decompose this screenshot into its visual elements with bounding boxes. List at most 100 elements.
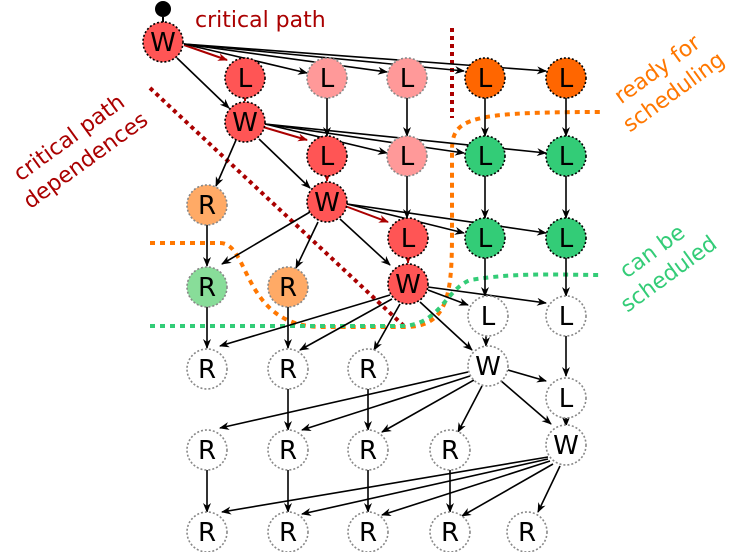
- edge: [381, 460, 551, 517]
- edge: [457, 385, 483, 433]
- edge: [427, 286, 547, 306]
- node-l: L: [545, 57, 587, 99]
- edge: [301, 375, 471, 432]
- node-w: W: [545, 424, 587, 466]
- node-l: L: [386, 135, 428, 177]
- node-r: R: [429, 511, 471, 552]
- edge: [301, 458, 549, 516]
- edge: [461, 463, 554, 517]
- svg-text:W: W: [314, 188, 340, 218]
- edge: [183, 44, 228, 61]
- node-r: R: [267, 348, 309, 390]
- node-r: R: [267, 511, 309, 552]
- svg-text:R: R: [359, 436, 377, 466]
- edge: [215, 139, 237, 187]
- svg-text:R: R: [198, 355, 216, 385]
- edge: [183, 43, 388, 75]
- node-l: L: [387, 217, 429, 259]
- edge: [219, 294, 391, 348]
- node-r: R: [186, 511, 228, 552]
- node-l: L: [224, 57, 266, 99]
- node-w: W: [387, 263, 429, 305]
- svg-text:L: L: [401, 224, 416, 254]
- node-r: R: [347, 429, 389, 471]
- edge: [221, 456, 549, 515]
- node-r: R: [186, 184, 228, 226]
- svg-text:W: W: [553, 431, 579, 461]
- svg-text:L: L: [559, 224, 574, 254]
- svg-text:L: L: [320, 64, 335, 94]
- svg-text:L: L: [238, 64, 253, 94]
- svg-text:L: L: [559, 142, 574, 172]
- annotations: critical path critical path dependences …: [9, 8, 729, 318]
- node-r: R: [186, 348, 228, 390]
- node-l: L: [464, 217, 506, 259]
- svg-text:R: R: [198, 436, 216, 466]
- node-r: R: [186, 429, 228, 471]
- node-l: L: [386, 57, 428, 99]
- node-w: W: [306, 181, 348, 223]
- svg-text:L: L: [320, 142, 335, 172]
- node-r: R: [267, 429, 309, 471]
- svg-text:W: W: [395, 270, 421, 300]
- svg-text:W: W: [232, 108, 258, 138]
- label-critical-path: critical path: [195, 8, 326, 33]
- region-lines: [148, 28, 601, 329]
- node-r: R: [186, 266, 228, 308]
- edge: [295, 221, 319, 269]
- edge: [344, 205, 389, 223]
- svg-text:L: L: [559, 64, 574, 94]
- edge: [262, 126, 308, 142]
- edge: [258, 138, 311, 189]
- edge: [264, 123, 465, 156]
- node-w: W: [467, 345, 509, 387]
- svg-text:W: W: [150, 28, 176, 58]
- svg-text:L: L: [559, 302, 574, 332]
- edge: [427, 289, 469, 306]
- svg-text:R: R: [198, 273, 216, 303]
- node-l: L: [464, 57, 506, 99]
- edge: [299, 298, 393, 351]
- svg-text:R: R: [518, 518, 536, 548]
- node-l: L: [545, 377, 587, 419]
- svg-text:L: L: [478, 224, 493, 254]
- edge: [537, 465, 561, 513]
- svg-text:L: L: [400, 64, 415, 94]
- edge: [381, 379, 475, 433]
- ready-boundary: [150, 110, 601, 329]
- node-l: L: [467, 295, 509, 337]
- svg-text:W: W: [475, 352, 501, 382]
- node-l: L: [545, 135, 587, 177]
- node-r: R: [347, 511, 389, 552]
- edge: [373, 303, 401, 351]
- node-l: L: [306, 135, 348, 177]
- edge: [419, 301, 473, 351]
- node-r: R: [429, 429, 471, 471]
- svg-text:R: R: [279, 518, 297, 548]
- edge: [507, 369, 547, 383]
- node-w: W: [142, 21, 184, 63]
- edge: [346, 203, 547, 236]
- svg-text:L: L: [481, 302, 496, 332]
- node-l: L: [545, 217, 587, 259]
- edge: [176, 57, 230, 109]
- edge: [339, 218, 391, 266]
- svg-text:R: R: [279, 273, 297, 303]
- node-r: R: [267, 266, 309, 308]
- svg-text:R: R: [279, 436, 297, 466]
- node-w: W: [224, 101, 266, 143]
- svg-text:R: R: [359, 518, 377, 548]
- svg-text:R: R: [279, 355, 297, 385]
- svg-text:R: R: [441, 518, 459, 548]
- svg-text:R: R: [359, 355, 377, 385]
- svg-text:R: R: [441, 436, 459, 466]
- svg-text:R: R: [198, 518, 216, 548]
- nodes: W L L L L L W L L L L R W L L L R R W L …: [142, 21, 587, 552]
- node-l: L: [464, 135, 506, 177]
- start-dot: [155, 1, 171, 17]
- edge: [499, 379, 552, 425]
- svg-text:L: L: [559, 384, 574, 414]
- schedulable-boundary: [150, 272, 601, 328]
- svg-text:L: L: [400, 142, 415, 172]
